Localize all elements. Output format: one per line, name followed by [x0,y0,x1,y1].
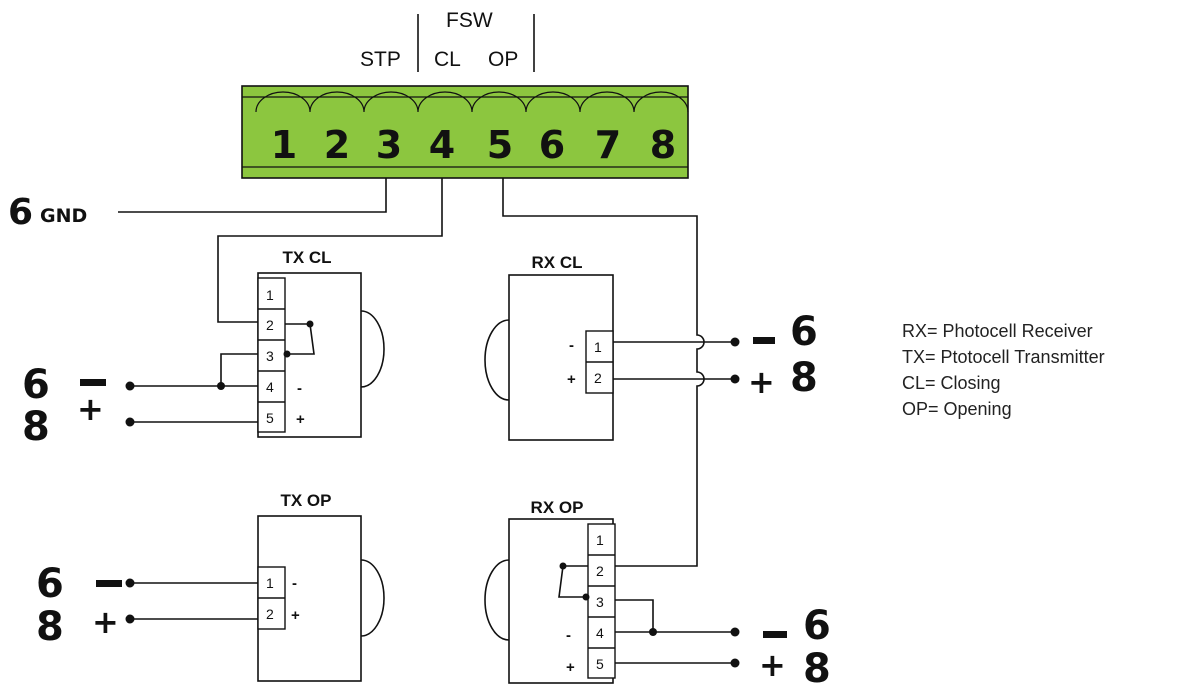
tx-op-pin-1: 1 [266,575,274,591]
txcl-supply-6: 6 [22,362,50,408]
terminal-8: 8 [650,123,676,167]
rx-op-minus: - [566,627,571,644]
gnd-label: GND [40,205,87,227]
tx-op-plus: + [291,607,300,624]
tx-cl-pin-3: 3 [266,348,274,364]
op-label: OP [488,48,518,71]
rx-op-pin-4: 4 [596,625,604,641]
wire-gnd-to-t3 [118,178,387,213]
txop-plus-sign: + [92,603,119,641]
tx-cl-pin-2: 2 [266,317,274,333]
legend: RX= Photocell Receiver TX= Ptotocell Tra… [902,321,1105,419]
txcl-supply-8: 8 [22,404,50,450]
txcl-plus-sign: + [77,390,104,428]
wire-rxop-3-to-4 [615,599,654,632]
rx-cl-pin-1: 1 [594,339,602,355]
rx-cl-plus: + [567,371,576,388]
tx-op-lens [360,559,385,637]
rx-op-unit: RX OP 1 2 3 4 5 - + [484,498,616,684]
tx-cl-terminal-strip [257,277,286,433]
rxcl-supply-6: 6 [790,309,818,355]
tx-cl-minus: - [297,380,302,397]
rxop-supply-8: 8 [803,646,831,687]
tx-op-title: TX OP [280,491,331,510]
rx-op-title: RX OP [531,498,584,517]
txop-minus-sign [96,580,122,587]
legend-cl: CL= Closing [902,373,1001,393]
rxcl-supply-8: 8 [790,355,818,401]
terminal-block-body [241,85,689,179]
tx-cl-pin-5: 5 [266,410,274,426]
tx-cl-pin-1: 1 [266,287,274,303]
tx-cl-title: TX CL [282,248,331,267]
rx-cl-unit: RX CL 1 2 - + [484,253,614,441]
rx-cl-minus: - [569,337,574,354]
legend-rx: RX= Photocell Receiver [902,321,1093,341]
rx-cl-pin-2: 2 [594,370,602,386]
tx-op-unit: TX OP 1 2 - + [257,491,385,682]
terminal-6: 6 [539,123,565,167]
rx-op-jumper [558,565,588,598]
txcl-minus-node [125,381,135,391]
gnd-number: 6 [8,192,33,233]
tx-cl-unit: TX CL 1 2 3 4 5 - + [257,248,385,438]
rxop-plus-sign: + [759,646,786,684]
rx-op-terminal-strip [587,523,616,679]
rx-op-plus: + [566,659,575,676]
rx-cl-title: RX CL [532,253,583,272]
txop-supply-8: 8 [36,604,64,650]
terminal-7: 7 [595,123,621,167]
stp-label: STP [360,48,401,71]
legend-op: OP= Opening [902,399,1012,419]
terminal-screws [255,91,689,113]
fsw-label: FSW [446,9,493,32]
terminal-2: 2 [324,123,350,167]
terminal-3: 3 [376,123,402,167]
rxcl-minus-sign [753,337,775,344]
wire-txcl-3-to-4 [220,353,258,386]
rxop-supply-6: 6 [803,603,831,649]
rx-op-pin-2: 2 [596,563,604,579]
rx-op-pin-1: 1 [596,532,604,548]
terminal-5: 5 [487,123,513,167]
rx-op-pin-3: 3 [596,594,604,610]
terminal-4: 4 [429,123,455,167]
tx-cl-jumper [285,323,315,355]
txcl-plus-node [125,417,135,427]
wire-t4-to-txcl [217,178,443,323]
rxcl-plus-sign: + [748,363,775,401]
legend-tx: TX= Ptotocell Transmitter [902,347,1105,367]
rx-op-pin-5: 5 [596,656,604,672]
txcl-minus-sign [80,379,106,386]
rxop-minus-sign [763,631,787,638]
rx-cl-lens [484,319,510,401]
wire-t5-to-rxop [502,178,705,567]
rx-op-lens [484,559,510,641]
terminal-block: 1 2 3 4 5 6 7 8 [241,85,689,179]
terminal-1: 1 [271,123,297,167]
tx-op-pin-2: 2 [266,606,274,622]
txop-supply-6: 6 [36,561,64,607]
tx-cl-plus: + [296,411,305,428]
cl-label: CL [434,48,461,71]
tx-cl-pin-4: 4 [266,379,274,395]
tx-op-minus: - [292,575,297,592]
tx-cl-lens [360,310,385,388]
